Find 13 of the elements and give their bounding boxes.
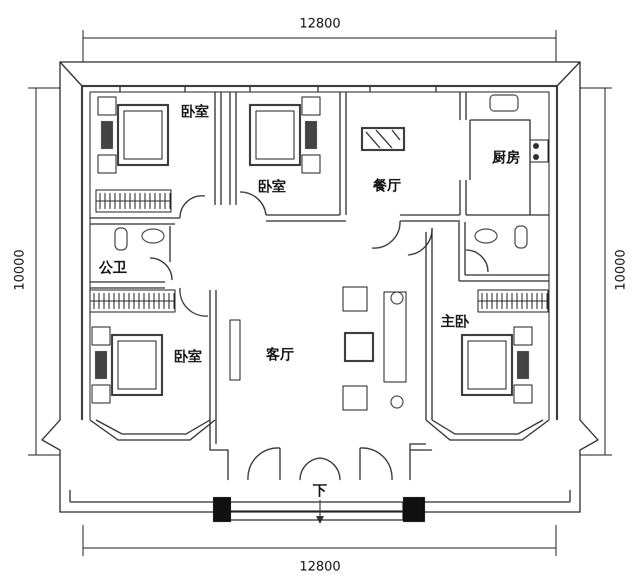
dimension-label: 12800 [299,560,341,574]
room-label: 客厅 [266,348,294,362]
dimension-label: 12800 [299,18,341,30]
room-label: 卧室 [174,350,202,364]
room-label: 厨房 [492,151,520,165]
room-label: 卧室 [181,105,209,119]
room-label: 主卧 [441,315,469,329]
direction-label: 下 [313,484,327,498]
dimension-label: 10000 [14,249,26,291]
room-label: 餐厅 [373,179,401,193]
dimension-label: 10000 [614,249,628,291]
room-label: 卧室 [258,180,286,194]
room-label: 公卫 [99,261,127,275]
